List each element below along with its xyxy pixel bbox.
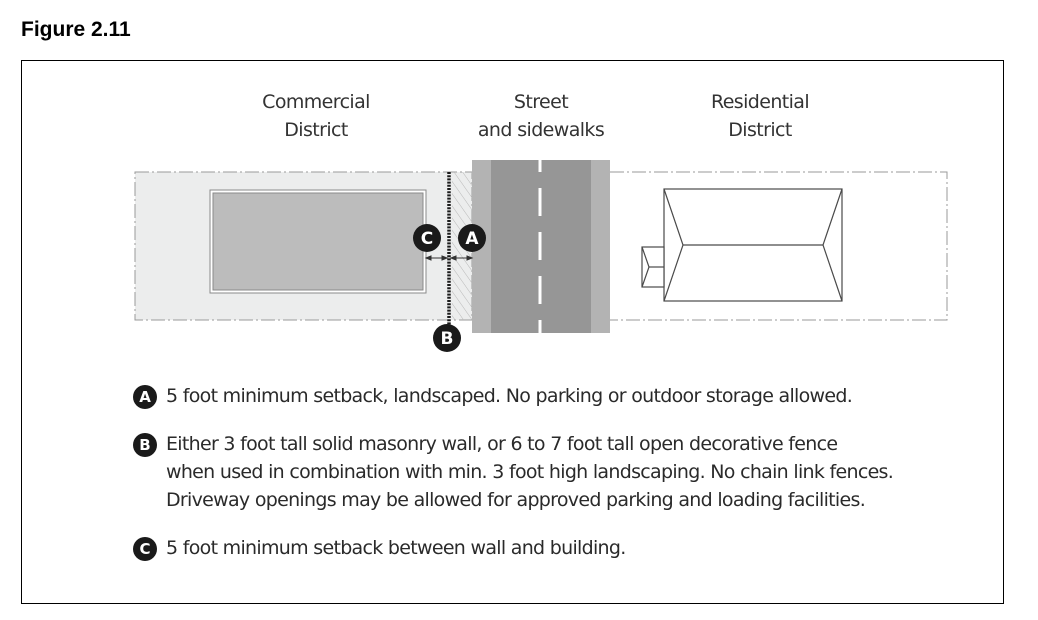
- legend-badge-a: A: [133, 385, 157, 409]
- legend-item-a: A 5 foot minimum setback, landscaped. No…: [133, 382, 1013, 410]
- legend-text-c-line1: 5 foot minimum setback between wall and …: [166, 537, 626, 559]
- legend-text-b-line1: Either 3 foot tall solid masonry wall, o…: [166, 433, 838, 455]
- dimension-arrow-a: [449, 255, 474, 261]
- legend-item-b: B Either 3 foot tall solid masonry wall,…: [133, 430, 1013, 514]
- street-label: Street and sidewalks: [450, 88, 632, 144]
- commercial-label-line2: District: [284, 119, 348, 141]
- site-plan-diagram: C A B: [134, 160, 948, 352]
- residential-district-label: Residential District: [670, 88, 850, 144]
- legend-item-c: C 5 foot minimum setback between wall an…: [133, 534, 1013, 562]
- residential-label-line2: District: [728, 119, 792, 141]
- street-label-line2: and sidewalks: [477, 119, 605, 141]
- commercial-district-label: Commercial District: [226, 88, 406, 144]
- marker-b-label: B: [441, 329, 454, 349]
- dimension-arrow-c: [424, 255, 449, 261]
- commercial-label-line1: Commercial: [262, 91, 370, 113]
- legend-badge-c: C: [133, 537, 157, 561]
- figure-title: Figure 2.11: [21, 18, 131, 41]
- legend-badge-b: B: [133, 433, 157, 457]
- marker-a-label: A: [465, 229, 479, 249]
- residential-label-line1: Residential: [710, 91, 810, 113]
- commercial-building: [212, 192, 424, 291]
- figure-frame: [21, 60, 1004, 604]
- legend-text-b-line3: Driveway openings may be allowed for app…: [166, 489, 866, 511]
- sidewalk-right: [591, 160, 610, 333]
- residential-house: [641, 188, 843, 302]
- legend-text-a-line1: 5 foot minimum setback, landscaped. No p…: [166, 385, 853, 407]
- legend: A 5 foot minimum setback, landscaped. No…: [133, 382, 1013, 582]
- marker-c: C: [413, 224, 441, 252]
- legend-text-b-line2: when used in combination with min. 3 foo…: [166, 461, 894, 483]
- marker-b: B: [433, 324, 461, 352]
- marker-c-label: C: [421, 229, 433, 249]
- street-label-line1: Street: [513, 91, 569, 113]
- marker-a: A: [458, 224, 486, 252]
